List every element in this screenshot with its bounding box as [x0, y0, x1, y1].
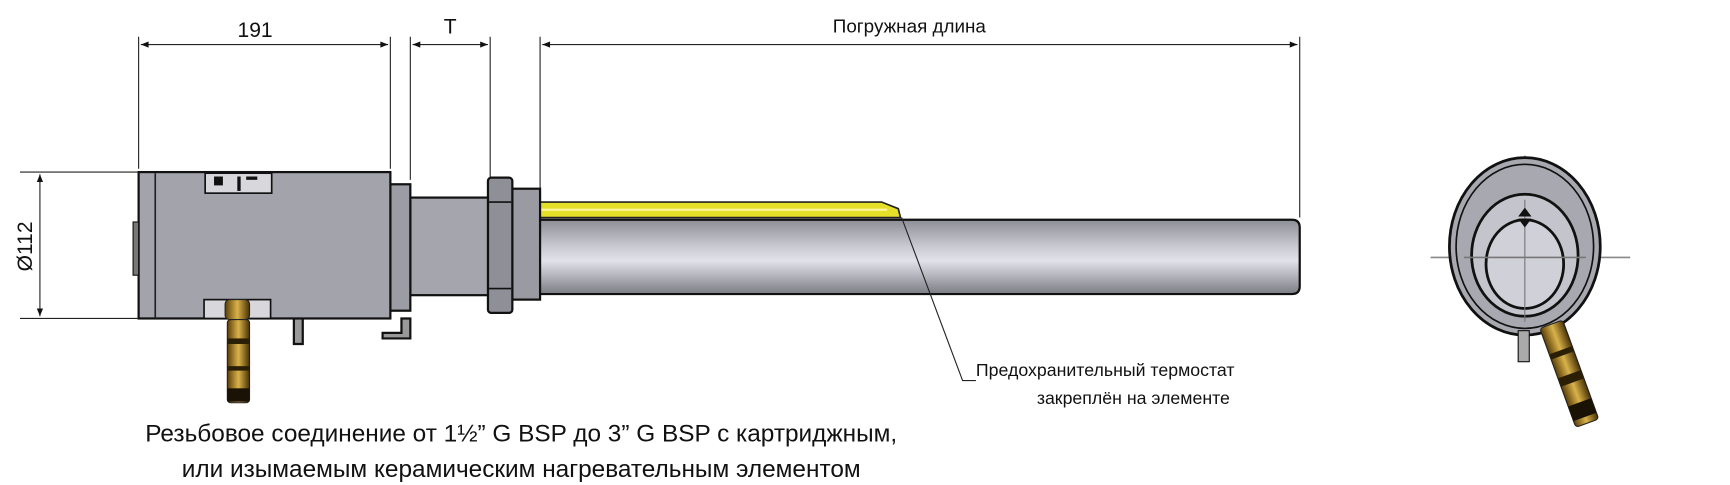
- dimension-immersion-length: Погружная длина: [539, 15, 1301, 218]
- caption-line-1: Резьбовое соединение от 1½” G BSP до 3” …: [145, 421, 897, 448]
- dimension-diameter-label: Ø112: [14, 221, 37, 271]
- dimension-immersion-label: Погружная длина: [833, 15, 987, 36]
- heater-end-view: [1430, 155, 1631, 427]
- dimension-t: T: [409, 15, 491, 180]
- flange-nut: [486, 176, 514, 315]
- heating-tube: [536, 218, 1301, 296]
- dimension-191-label: 191: [237, 19, 272, 42]
- dimension-t-label: T: [444, 15, 457, 38]
- callout-line-1: Предохранительный термостат: [976, 360, 1235, 380]
- callout-line-2: закреплён на элементе: [1037, 388, 1230, 408]
- dimension-191: 191: [138, 19, 391, 169]
- caption-line-2: или изымаемым керамическим нагревательны…: [182, 456, 861, 483]
- heater-side-view: [132, 170, 1301, 404]
- dimension-diameter: Ø112: [14, 171, 138, 320]
- callout-leader-line: [901, 217, 976, 382]
- end-view-cable-gland: [1540, 320, 1599, 427]
- cable-gland: [224, 299, 251, 404]
- terminal-housing: [137, 170, 392, 320]
